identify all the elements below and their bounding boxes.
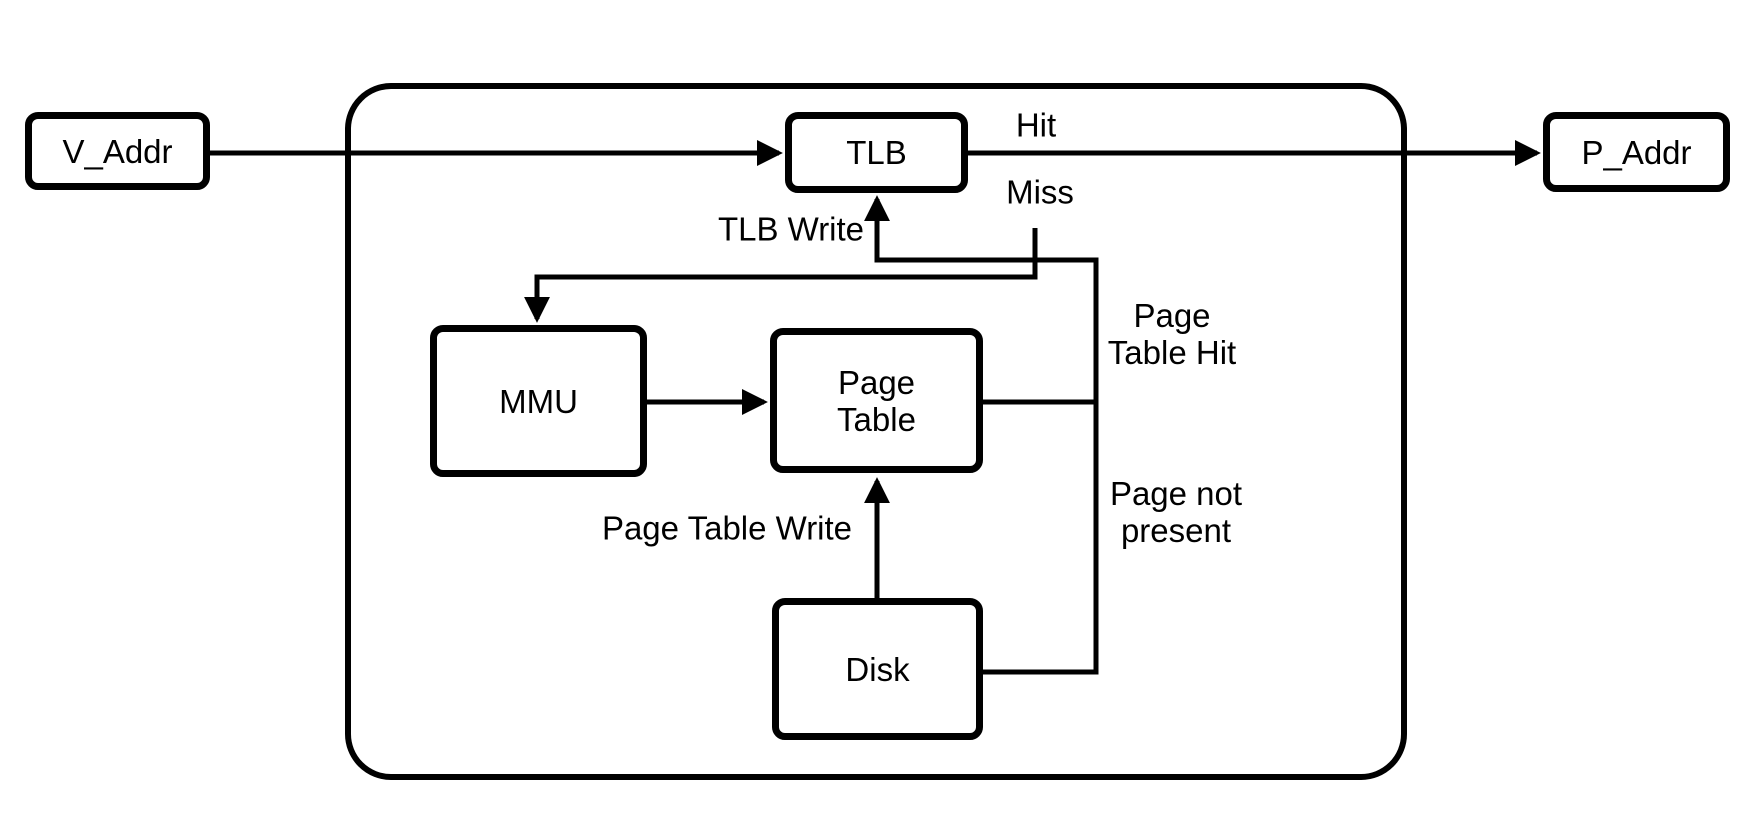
node-tlb: TLB [785,112,968,193]
edge-label-page-table-write: Page Table Write [601,509,853,547]
node-v-addr-label: V_Addr [62,132,173,170]
hardware-boundary-box [345,83,1407,780]
node-page-table-label: Page Table [837,363,916,438]
node-mmu: MMU [430,325,647,477]
edge-label-tlb-write: TLB Write [717,210,865,248]
node-disk: Disk [772,598,983,740]
node-tlb-label: TLB [846,134,907,171]
edge-bus-to-tlb-write [864,195,1099,675]
node-v-addr: V_Addr [25,112,210,190]
node-mmu-label: MMU [499,382,578,420]
node-disk-label: Disk [845,650,910,688]
edge-label-miss: Miss [1006,173,1074,211]
edge-label-hit: Hit [1015,106,1057,144]
node-p-addr-label: P_Addr [1581,133,1692,171]
edge-label-page-table-hit: Page Table Hit [1107,297,1237,371]
edge-miss-to-mmu [524,228,1038,323]
edge-label-page-not-present: Page not present [1109,475,1243,549]
node-p-addr: P_Addr [1543,112,1730,192]
node-page-table: Page Table [770,328,983,473]
